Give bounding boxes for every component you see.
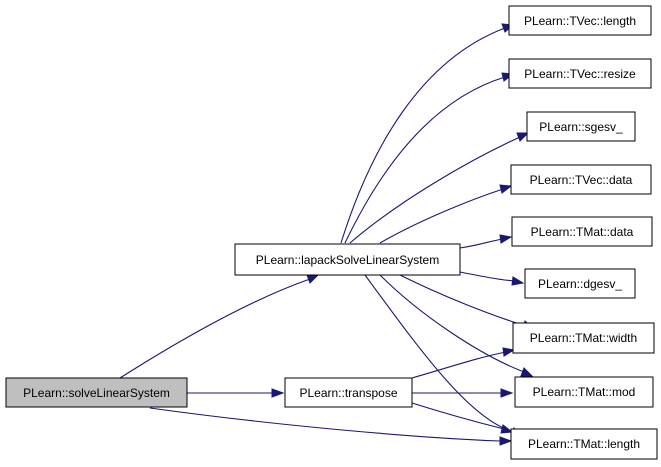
node-label: PLearn::TVec::resize: [524, 67, 636, 81]
edge-lapack-to-tmat-data: [459, 234, 513, 249]
node-lapack-solve-linear-system[interactable]: PLearn::lapackSolveLinearSystem: [234, 243, 461, 276]
edge-solve-to-lapack: [119, 274, 320, 379]
edge-lapack-to-sgesv: [349, 132, 530, 244]
node-transpose[interactable]: PLearn::transpose: [284, 377, 413, 408]
node-label: PLearn::TMat::mod: [533, 385, 636, 399]
edge-transpose-to-tmat-mod: [412, 388, 514, 398]
node-dgesv[interactable]: PLearn::dgesv_: [524, 268, 636, 299]
edge-lapack-to-dgesv: [459, 271, 525, 286]
node-tmat-width[interactable]: PLearn::TMat::width: [512, 322, 655, 354]
node-tvec-resize[interactable]: PLearn::TVec::resize: [508, 58, 652, 89]
edge-solve-to-transpose: [187, 388, 285, 398]
node-tmat-data[interactable]: PLearn::TMat::data: [511, 216, 653, 247]
node-solve-linear-system[interactable]: PLearn::solveLinearSystem: [5, 377, 188, 408]
edge-lapack-to-tmat-mod: [379, 274, 534, 377]
nodes: PLearn::solveLinearSystem PLearn::lapack…: [5, 5, 658, 460]
edge-lapack-to-tvec-data: [379, 184, 513, 244]
node-label: PLearn::dgesv_: [538, 277, 622, 291]
node-label: PLearn::TMat::width: [530, 331, 637, 345]
node-tmat-mod[interactable]: PLearn::TMat::mod: [514, 376, 654, 408]
edge-lapack-to-tmat-length: [364, 274, 524, 437]
node-label: PLearn::TMat::data: [531, 225, 634, 239]
edge-transpose-to-tmat-width: [411, 347, 516, 379]
node-label: PLearn::lapackSolveLinearSystem: [256, 253, 439, 267]
edge-lapack-to-tvec-resize: [344, 72, 515, 244]
node-label: PLearn::TVec::length: [524, 14, 636, 28]
node-tvec-data[interactable]: PLearn::TVec::data: [510, 164, 652, 195]
node-sgesv[interactable]: PLearn::sgesv_: [526, 111, 636, 142]
node-label: PLearn::TVec::data: [530, 173, 633, 187]
node-label: PLearn::sgesv_: [539, 120, 623, 134]
node-tvec-length[interactable]: PLearn::TVec::length: [508, 5, 652, 36]
node-label: PLearn::TMat::length: [528, 437, 640, 451]
node-tmat-length[interactable]: PLearn::TMat::length: [510, 428, 658, 460]
node-label: PLearn::transpose: [299, 386, 397, 400]
edge-solve-to-tmat-length: [149, 407, 513, 446]
node-label: PLearn::solveLinearSystem: [23, 386, 170, 400]
edge-lapack-to-tvec-length: [340, 23, 515, 244]
edge-transpose-to-tmat-length: [411, 402, 514, 434]
